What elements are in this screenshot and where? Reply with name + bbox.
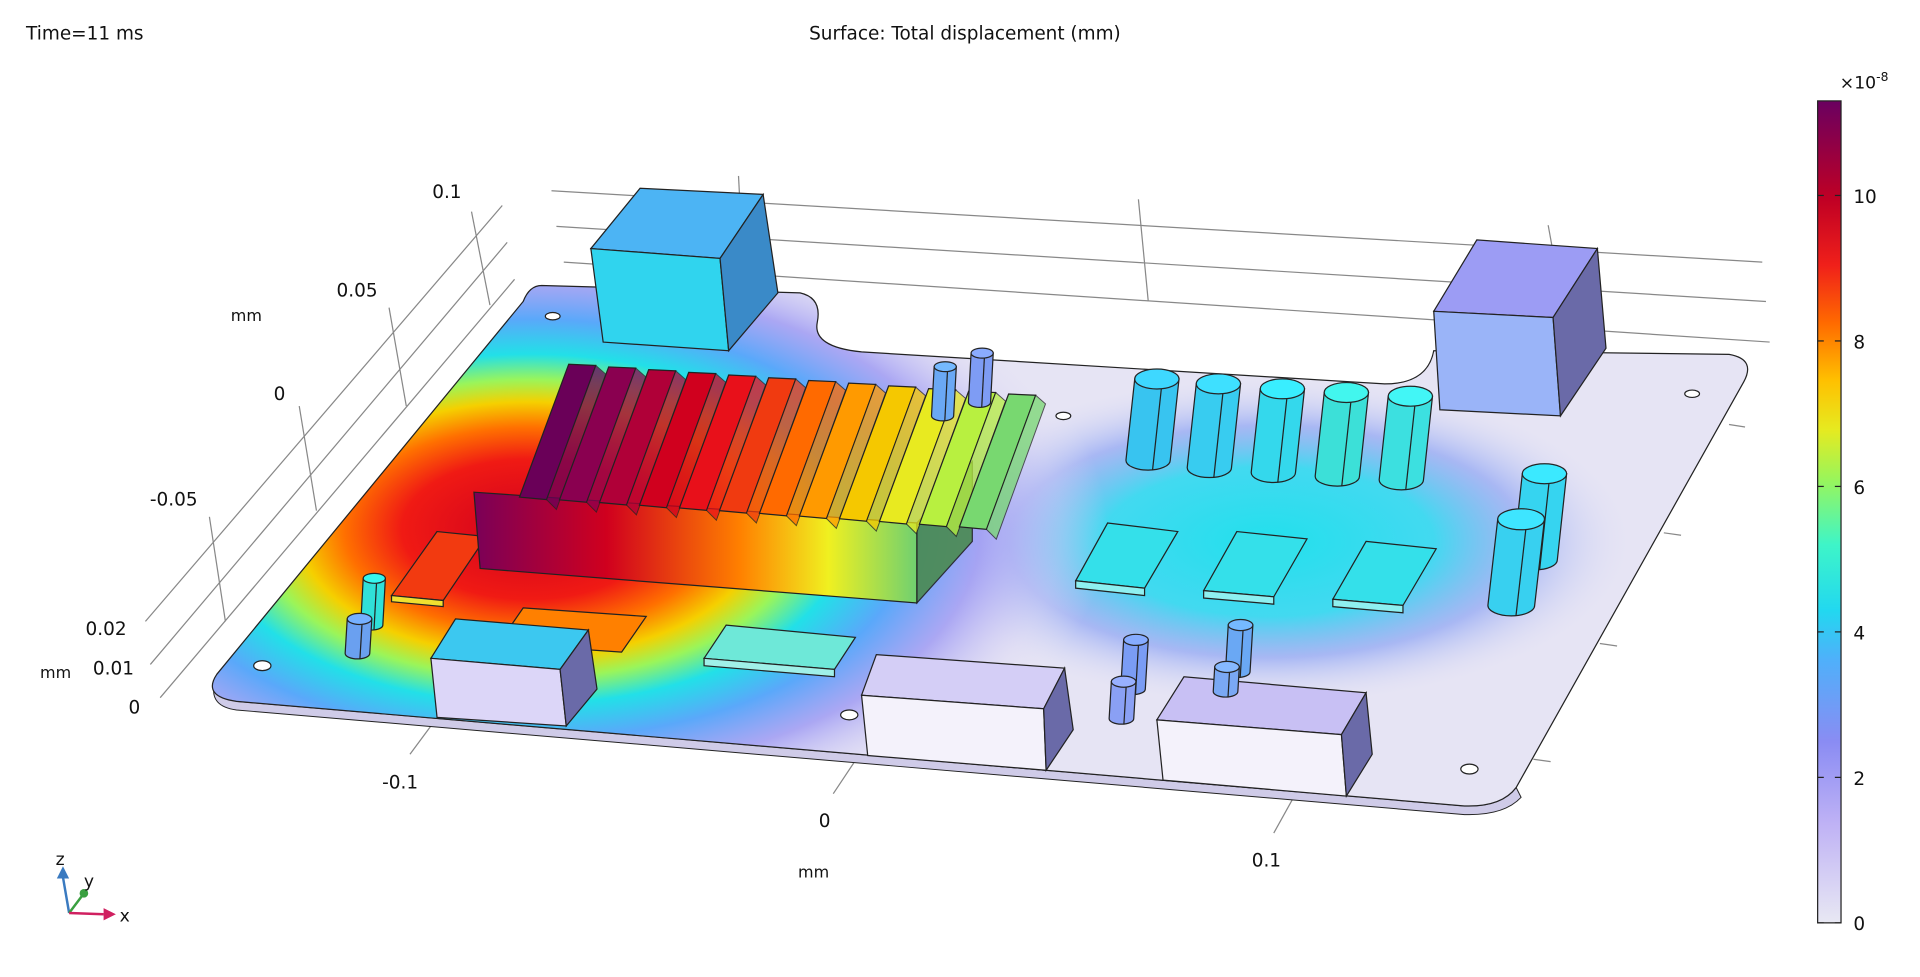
time-label: Time=11 ms [25, 23, 143, 44]
heat-sink-fin-side [905, 388, 967, 535]
capacitor [1108, 675, 1137, 725]
z-axis-unit: mm [40, 663, 71, 682]
axis-triad: z y x [56, 850, 130, 927]
heat-sink-fin-side [545, 364, 607, 511]
capacitor [1314, 381, 1370, 487]
x-axis-unit: mm [798, 862, 829, 881]
capacitor [344, 612, 373, 660]
capacitor [967, 347, 994, 408]
colorbar-tick-label: 0 [1853, 914, 1865, 935]
colorbar-tick-label: 10 [1853, 187, 1876, 208]
heat-sink-fin-side [865, 386, 927, 532]
colorbar-tick-label: 6 [1853, 478, 1865, 499]
z-tick-0: 0 [128, 698, 140, 719]
colorbar: ×10-8 0 2 4 6 8 10 [1817, 70, 1889, 935]
capacitors [344, 347, 1568, 725]
capacitor [1186, 373, 1242, 479]
colorbar-gradient [1817, 100, 1842, 924]
heat-sink-fin-side [585, 367, 647, 514]
capacitor [1487, 508, 1546, 617]
x-tick-0.1: 0.1 [1252, 850, 1281, 871]
colorbar-multiplier: ×10-8 [1840, 70, 1889, 93]
triad-z-label: z [56, 850, 65, 870]
colorbar-tick-label: 8 [1853, 332, 1865, 353]
y-tick-0: 0 [274, 384, 286, 405]
z-tick-0.02: 0.02 [86, 619, 127, 640]
heat-sink-fin-side [785, 380, 847, 527]
heat-sink-fin-side [705, 375, 767, 522]
x-tick-0: 0 [819, 811, 831, 832]
capacitor [1125, 368, 1180, 471]
heat-sink-fin-side [825, 383, 887, 530]
heat-sink-fin-side [745, 378, 807, 524]
components-boxes [429, 187, 1607, 799]
y-tick-neg0.05: -0.05 [150, 490, 198, 511]
heat-sink-fin-side [625, 370, 687, 516]
x-tick-neg0.1: -0.1 [382, 773, 418, 794]
y-tick-0.05: 0.05 [337, 281, 378, 302]
mounting-holes [253, 311, 1701, 775]
capacitor [1212, 660, 1240, 698]
y-axis-unit: mm [231, 306, 262, 325]
heat-sink-fin-side [985, 394, 1047, 541]
triad-y-label: y [84, 872, 94, 892]
capacitor [930, 361, 957, 422]
y-tick-0.1: 0.1 [432, 182, 461, 203]
capacitor [1378, 385, 1434, 491]
colorbar-tick-label: 4 [1853, 623, 1865, 644]
axis-labels: 0.1 0.05 mm 0 -0.05 0.02 mm 0.01 0 -0.1 … [40, 182, 1281, 881]
plot-title: Surface: Total displacement (mm) [809, 23, 1121, 44]
triad-x-label: x [120, 907, 130, 927]
heat-sink-fin-side [665, 372, 727, 519]
heat-sink [473, 363, 1047, 605]
colorbar-tick-label: 2 [1853, 769, 1865, 790]
z-tick-0.01: 0.01 [93, 658, 134, 679]
heat-sink-fin-side [945, 391, 1007, 538]
capacitor [1250, 378, 1306, 484]
